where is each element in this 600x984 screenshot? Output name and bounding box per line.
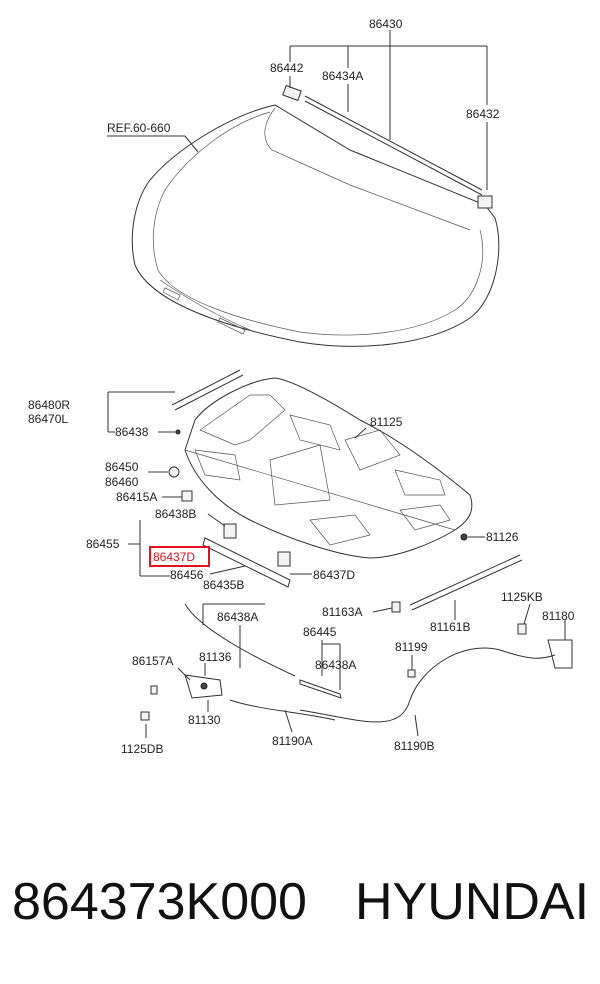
callout-86437D: 86437D xyxy=(313,568,355,582)
parts-diagram: 86430 86442 86434A 86432 REF.60-660 8648… xyxy=(28,17,575,756)
callout-81163A: 81163A xyxy=(322,605,362,619)
callout-81199: 81199 xyxy=(395,640,428,654)
weatherstrip-86480R xyxy=(171,369,244,411)
selected-part-highlight xyxy=(149,546,210,567)
callout-86438A-1: 86438A xyxy=(217,610,258,624)
callout-86438: 86438 xyxy=(115,425,149,439)
callout-86456: 86456 xyxy=(170,568,204,582)
gas-lifter-81161B xyxy=(409,554,523,611)
clip-86442 xyxy=(282,84,302,102)
callout-86430: 86430 xyxy=(369,17,403,31)
leaders-middle xyxy=(107,391,566,738)
callout-81136: 81136 xyxy=(199,650,232,664)
latch-release-81180 xyxy=(517,623,573,669)
bolt-1125DB xyxy=(140,711,150,721)
callout-86445: 86445 xyxy=(303,625,337,639)
callout-86415A: 86415A xyxy=(116,490,157,504)
callout-1125DB: 1125DB xyxy=(121,742,163,756)
callout-86470L: 86470L xyxy=(28,412,68,426)
callout-ref: REF.60-660 xyxy=(107,121,171,135)
callout-86437D-selected: 86437D xyxy=(153,550,195,564)
callout-86434A: 86434A xyxy=(322,69,363,83)
clip-86438 xyxy=(175,429,181,435)
part-number: 864373K000 xyxy=(12,873,307,931)
callout-86442: 86442 xyxy=(270,61,304,75)
callout-81130: 81130 xyxy=(188,713,221,727)
callout-1125KB: 1125KB xyxy=(501,590,543,604)
callout-81190B: 81190B xyxy=(394,739,434,753)
footer: 864373K000 HYUNDAI xyxy=(0,872,600,952)
bumper-86415A xyxy=(181,490,193,502)
hood-rod-86445 xyxy=(299,679,342,699)
brand-name: HYUNDAI xyxy=(355,873,590,931)
weatherstrip-86434A xyxy=(304,95,483,196)
cable-81190A xyxy=(229,699,336,721)
leaders-top xyxy=(107,30,488,190)
grommet-81199 xyxy=(407,669,416,678)
callout-86480R: 86480R xyxy=(28,398,70,412)
bolt-86157A xyxy=(150,685,158,695)
callout-86435B: 86435B xyxy=(203,578,244,592)
hood-rod-86435B xyxy=(184,603,296,677)
hood-latch-81130 xyxy=(184,674,223,699)
callout-86438B: 86438B xyxy=(155,507,196,521)
callout-81180: 81180 xyxy=(542,609,575,623)
callout-86450: 86450 xyxy=(105,460,139,474)
clip-86432 xyxy=(477,195,493,209)
callout-86157A: 86157A xyxy=(132,654,173,668)
cable-81190B xyxy=(299,647,556,723)
callout-86455: 86455 xyxy=(86,537,120,551)
cowl-seal-group xyxy=(202,523,291,588)
callout-86460: 86460 xyxy=(105,475,139,489)
hood-insulator xyxy=(184,377,473,559)
callout-86432: 86432 xyxy=(466,107,500,121)
hood-panel xyxy=(131,104,500,347)
callout-86438A-2: 86438A xyxy=(315,658,356,672)
clip-81126 xyxy=(460,533,468,541)
callout-81126: 81126 xyxy=(486,530,519,544)
callout-81161B: 81161B xyxy=(430,620,470,634)
bumper-86450 xyxy=(168,466,180,478)
callout-81125: 81125 xyxy=(370,415,403,429)
callout-81190A: 81190A xyxy=(272,734,312,748)
